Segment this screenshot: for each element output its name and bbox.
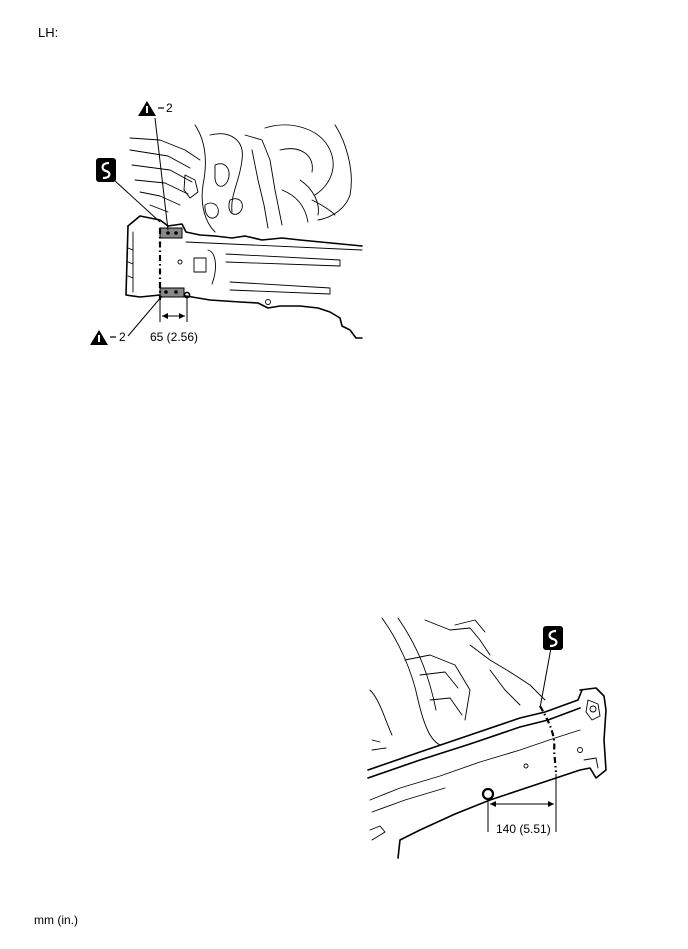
caution-count-upper: 2: [166, 101, 173, 115]
lower-body-structure: [369, 617, 546, 751]
dimension-label-bottom: 140 (5.51): [496, 822, 551, 836]
caution-icon: 2: [138, 101, 173, 116]
leader-upper: [154, 117, 169, 231]
upper-body-structure: [129, 124, 352, 233]
sectioning-icon: [96, 158, 116, 182]
dimension-65: [159, 298, 188, 322]
clamp-plates: [159, 227, 191, 299]
page-title: LH:: [38, 25, 59, 40]
reference-hole: [481, 787, 495, 801]
caution-icon: 2: [90, 330, 126, 345]
units-note: mm (in.): [34, 913, 78, 927]
bottom-figure: 140 (5.51): [367, 617, 607, 859]
leader-sectioning: [539, 647, 552, 709]
top-figure: 2 2 65 (2.56): [90, 101, 363, 345]
leader-lower: [127, 295, 163, 337]
cut-line: [539, 705, 558, 773]
side-member: [125, 215, 363, 339]
sectioning-icon: [543, 626, 563, 650]
leader-sectioning: [113, 179, 161, 223]
dimension-140: [487, 774, 557, 832]
caution-count-lower: 2: [119, 330, 126, 344]
side-member: [367, 687, 607, 859]
dimension-label-top: 65 (2.56): [150, 330, 198, 344]
